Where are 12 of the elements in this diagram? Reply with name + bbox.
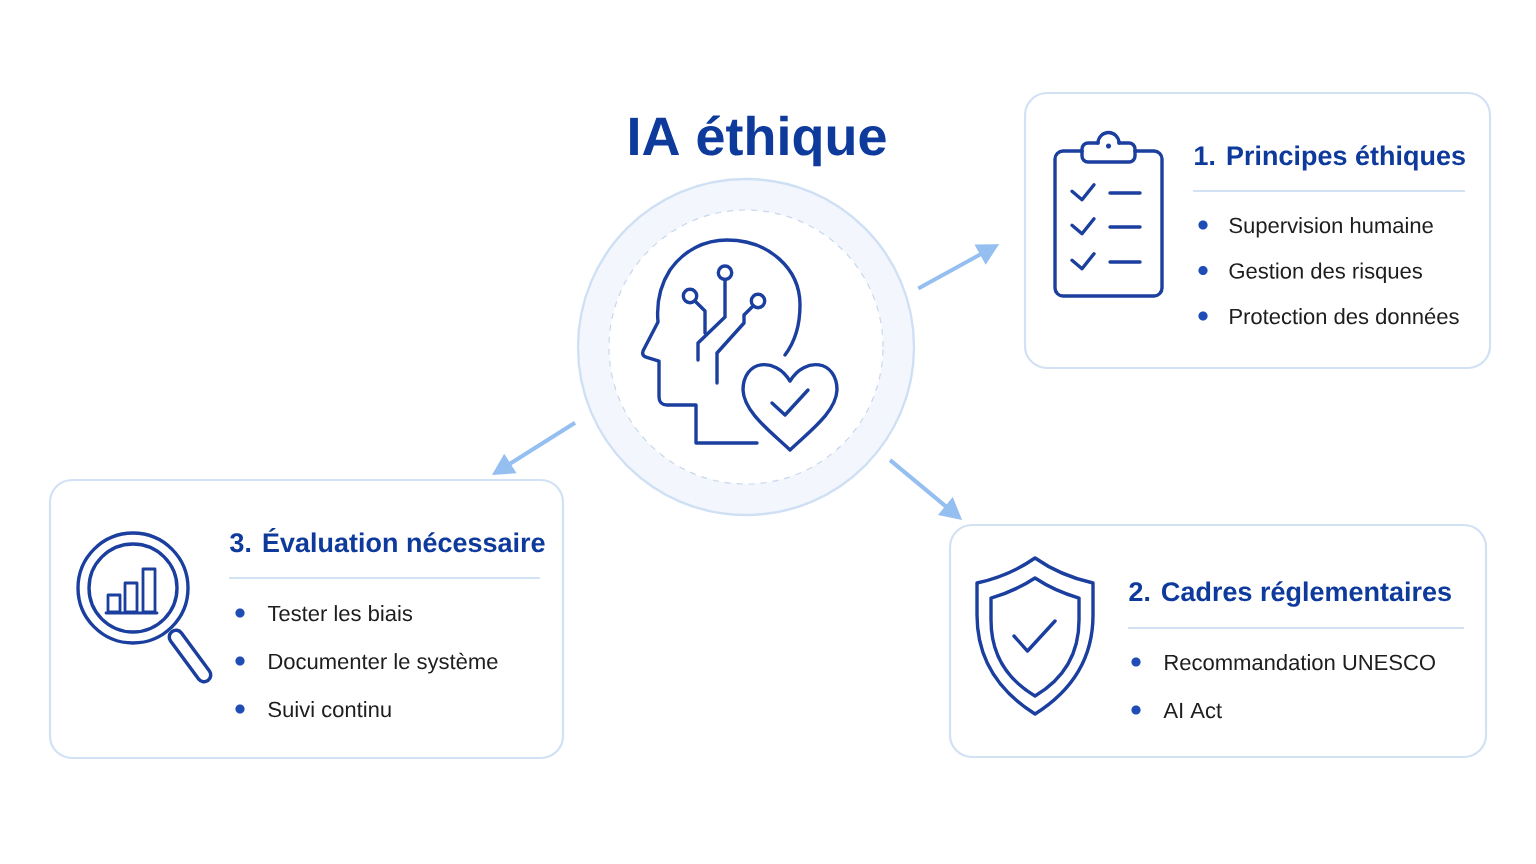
list-item: Recommandation UNESCO bbox=[1165, 654, 1435, 671]
list-item: Gestion des risques bbox=[1229, 262, 1422, 284]
title: IA éthique bbox=[630, 115, 886, 167]
card-heading: 1. Principes éthiques bbox=[1195, 145, 1465, 171]
list-item: Protection des données bbox=[1230, 307, 1459, 325]
list-item: AI Act bbox=[1163, 702, 1222, 719]
list-item: Documenter le système bbox=[269, 652, 498, 674]
card-heading: 3. Évaluation nécessaire bbox=[230, 528, 545, 553]
list-item: Suivi continu bbox=[268, 701, 391, 718]
list-item: Supervision humaine bbox=[1229, 217, 1433, 238]
list-item: Tester les biais bbox=[267, 605, 413, 622]
card-heading: 2. Cadres réglementaires bbox=[1129, 581, 1451, 607]
